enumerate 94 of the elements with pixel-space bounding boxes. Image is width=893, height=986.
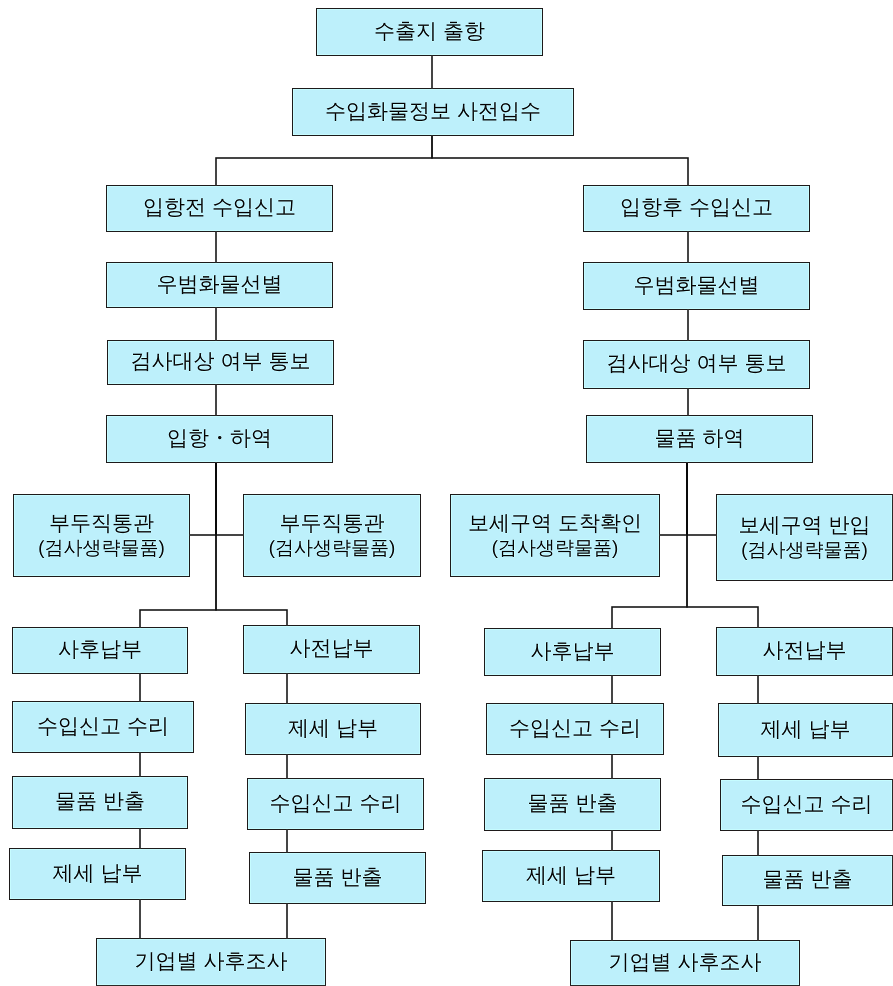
box-label: 입항・하역 xyxy=(167,426,272,452)
box-label: 우범화물선별 xyxy=(156,272,282,298)
connector-line xyxy=(431,136,689,185)
box-label: 검사대상 여부 통보 xyxy=(130,349,310,376)
process-box xyxy=(450,494,660,577)
box-label: 입항후 수입신고 xyxy=(620,195,773,222)
box-label: 물품 반출 xyxy=(762,867,852,894)
process-box xyxy=(12,701,194,753)
box-label: 물품 하역 xyxy=(654,426,744,452)
connector-line xyxy=(139,900,141,938)
process-box xyxy=(249,852,426,904)
process-box xyxy=(107,340,334,385)
process-box xyxy=(106,185,333,232)
process-box xyxy=(482,850,660,902)
process-box xyxy=(247,778,424,830)
process-box xyxy=(106,262,333,308)
process-box xyxy=(12,627,188,674)
box-label: 수입신고 수리 xyxy=(740,792,872,818)
box-label: 수출지 출항 xyxy=(374,18,485,45)
connector-line xyxy=(139,753,141,776)
process-box xyxy=(292,88,574,136)
process-box xyxy=(718,703,893,757)
process-box xyxy=(716,627,893,676)
process-box xyxy=(245,703,421,755)
connector-line xyxy=(215,385,217,415)
box-label: 사전납부 xyxy=(762,638,846,664)
process-box xyxy=(583,340,810,389)
process-box xyxy=(586,415,813,463)
connector-line xyxy=(757,906,759,940)
connector-line xyxy=(286,904,288,938)
process-box xyxy=(13,494,190,577)
connector-line xyxy=(611,831,613,850)
box-label: 수입신고 수리 xyxy=(509,716,641,742)
box-label: 물품 반출 xyxy=(55,789,145,816)
box-subtitle: (검사생략물품) xyxy=(268,536,396,560)
connector-line xyxy=(286,755,288,778)
process-box xyxy=(484,778,661,831)
box-label: 보세구역 반입 xyxy=(738,512,870,538)
box-label: 부두직통관 xyxy=(49,510,154,536)
connector-line xyxy=(215,463,288,625)
connector-line xyxy=(757,757,759,779)
connector-line xyxy=(139,829,141,848)
connector-line xyxy=(139,674,141,701)
process-box xyxy=(716,494,893,581)
connector-line xyxy=(286,674,288,703)
box-label: 제세 납부 xyxy=(288,716,378,742)
connector-line xyxy=(687,310,689,340)
process-box xyxy=(9,848,186,900)
connector-line xyxy=(611,755,613,778)
box-subtitle: (검사생략물품) xyxy=(38,536,165,560)
box-label: 보세구역 도착확인 xyxy=(468,510,642,536)
box-subtitle: (검사생략물품) xyxy=(741,538,868,562)
box-label: 물품 반출 xyxy=(528,791,618,818)
box-label: 검사대상 여부 통보 xyxy=(606,351,786,378)
box-label: 사후납부 xyxy=(58,637,142,664)
box-label: 부두직통관 xyxy=(280,510,384,536)
connector-line xyxy=(611,676,613,703)
box-subtitle: (검사생략물품) xyxy=(492,536,618,560)
connector-line xyxy=(611,902,613,940)
connector-line xyxy=(757,831,759,855)
box-label: 제세 납부 xyxy=(526,862,616,889)
box-label: 제세 납부 xyxy=(52,860,142,887)
process-box xyxy=(570,940,800,986)
box-label: 입항전 수입신고 xyxy=(143,195,296,222)
process-box xyxy=(96,938,326,986)
box-label: 제세 납부 xyxy=(760,716,850,743)
process-box xyxy=(722,855,893,906)
process-box xyxy=(583,185,810,232)
box-label: 수입신고 수리 xyxy=(37,714,169,740)
box-label: 수입신고 수리 xyxy=(270,790,402,817)
process-box xyxy=(12,776,188,829)
box-label: 기업별 사후조사 xyxy=(134,948,288,975)
process-box xyxy=(720,779,893,831)
box-label: 우범화물선별 xyxy=(634,272,760,299)
box-label: 사전납부 xyxy=(290,636,374,662)
connector-line xyxy=(757,676,759,703)
box-label: 기업별 사후조사 xyxy=(608,950,762,976)
connector-line xyxy=(215,308,217,340)
process-box xyxy=(106,415,333,463)
process-box xyxy=(316,8,543,56)
connector-line xyxy=(431,56,433,88)
process-box xyxy=(243,494,421,577)
connector-line xyxy=(687,389,689,415)
process-box xyxy=(486,703,664,755)
connector-line xyxy=(686,463,759,627)
connector-line xyxy=(286,830,288,852)
box-label: 물품 반출 xyxy=(292,864,382,891)
connector-line xyxy=(215,232,217,262)
process-box xyxy=(243,625,420,674)
box-label: 사후납부 xyxy=(530,638,614,665)
connector-line xyxy=(687,232,689,262)
box-label: 수입화물정보 사전입수 xyxy=(325,98,541,125)
process-box xyxy=(583,262,810,310)
process-box xyxy=(484,628,661,676)
